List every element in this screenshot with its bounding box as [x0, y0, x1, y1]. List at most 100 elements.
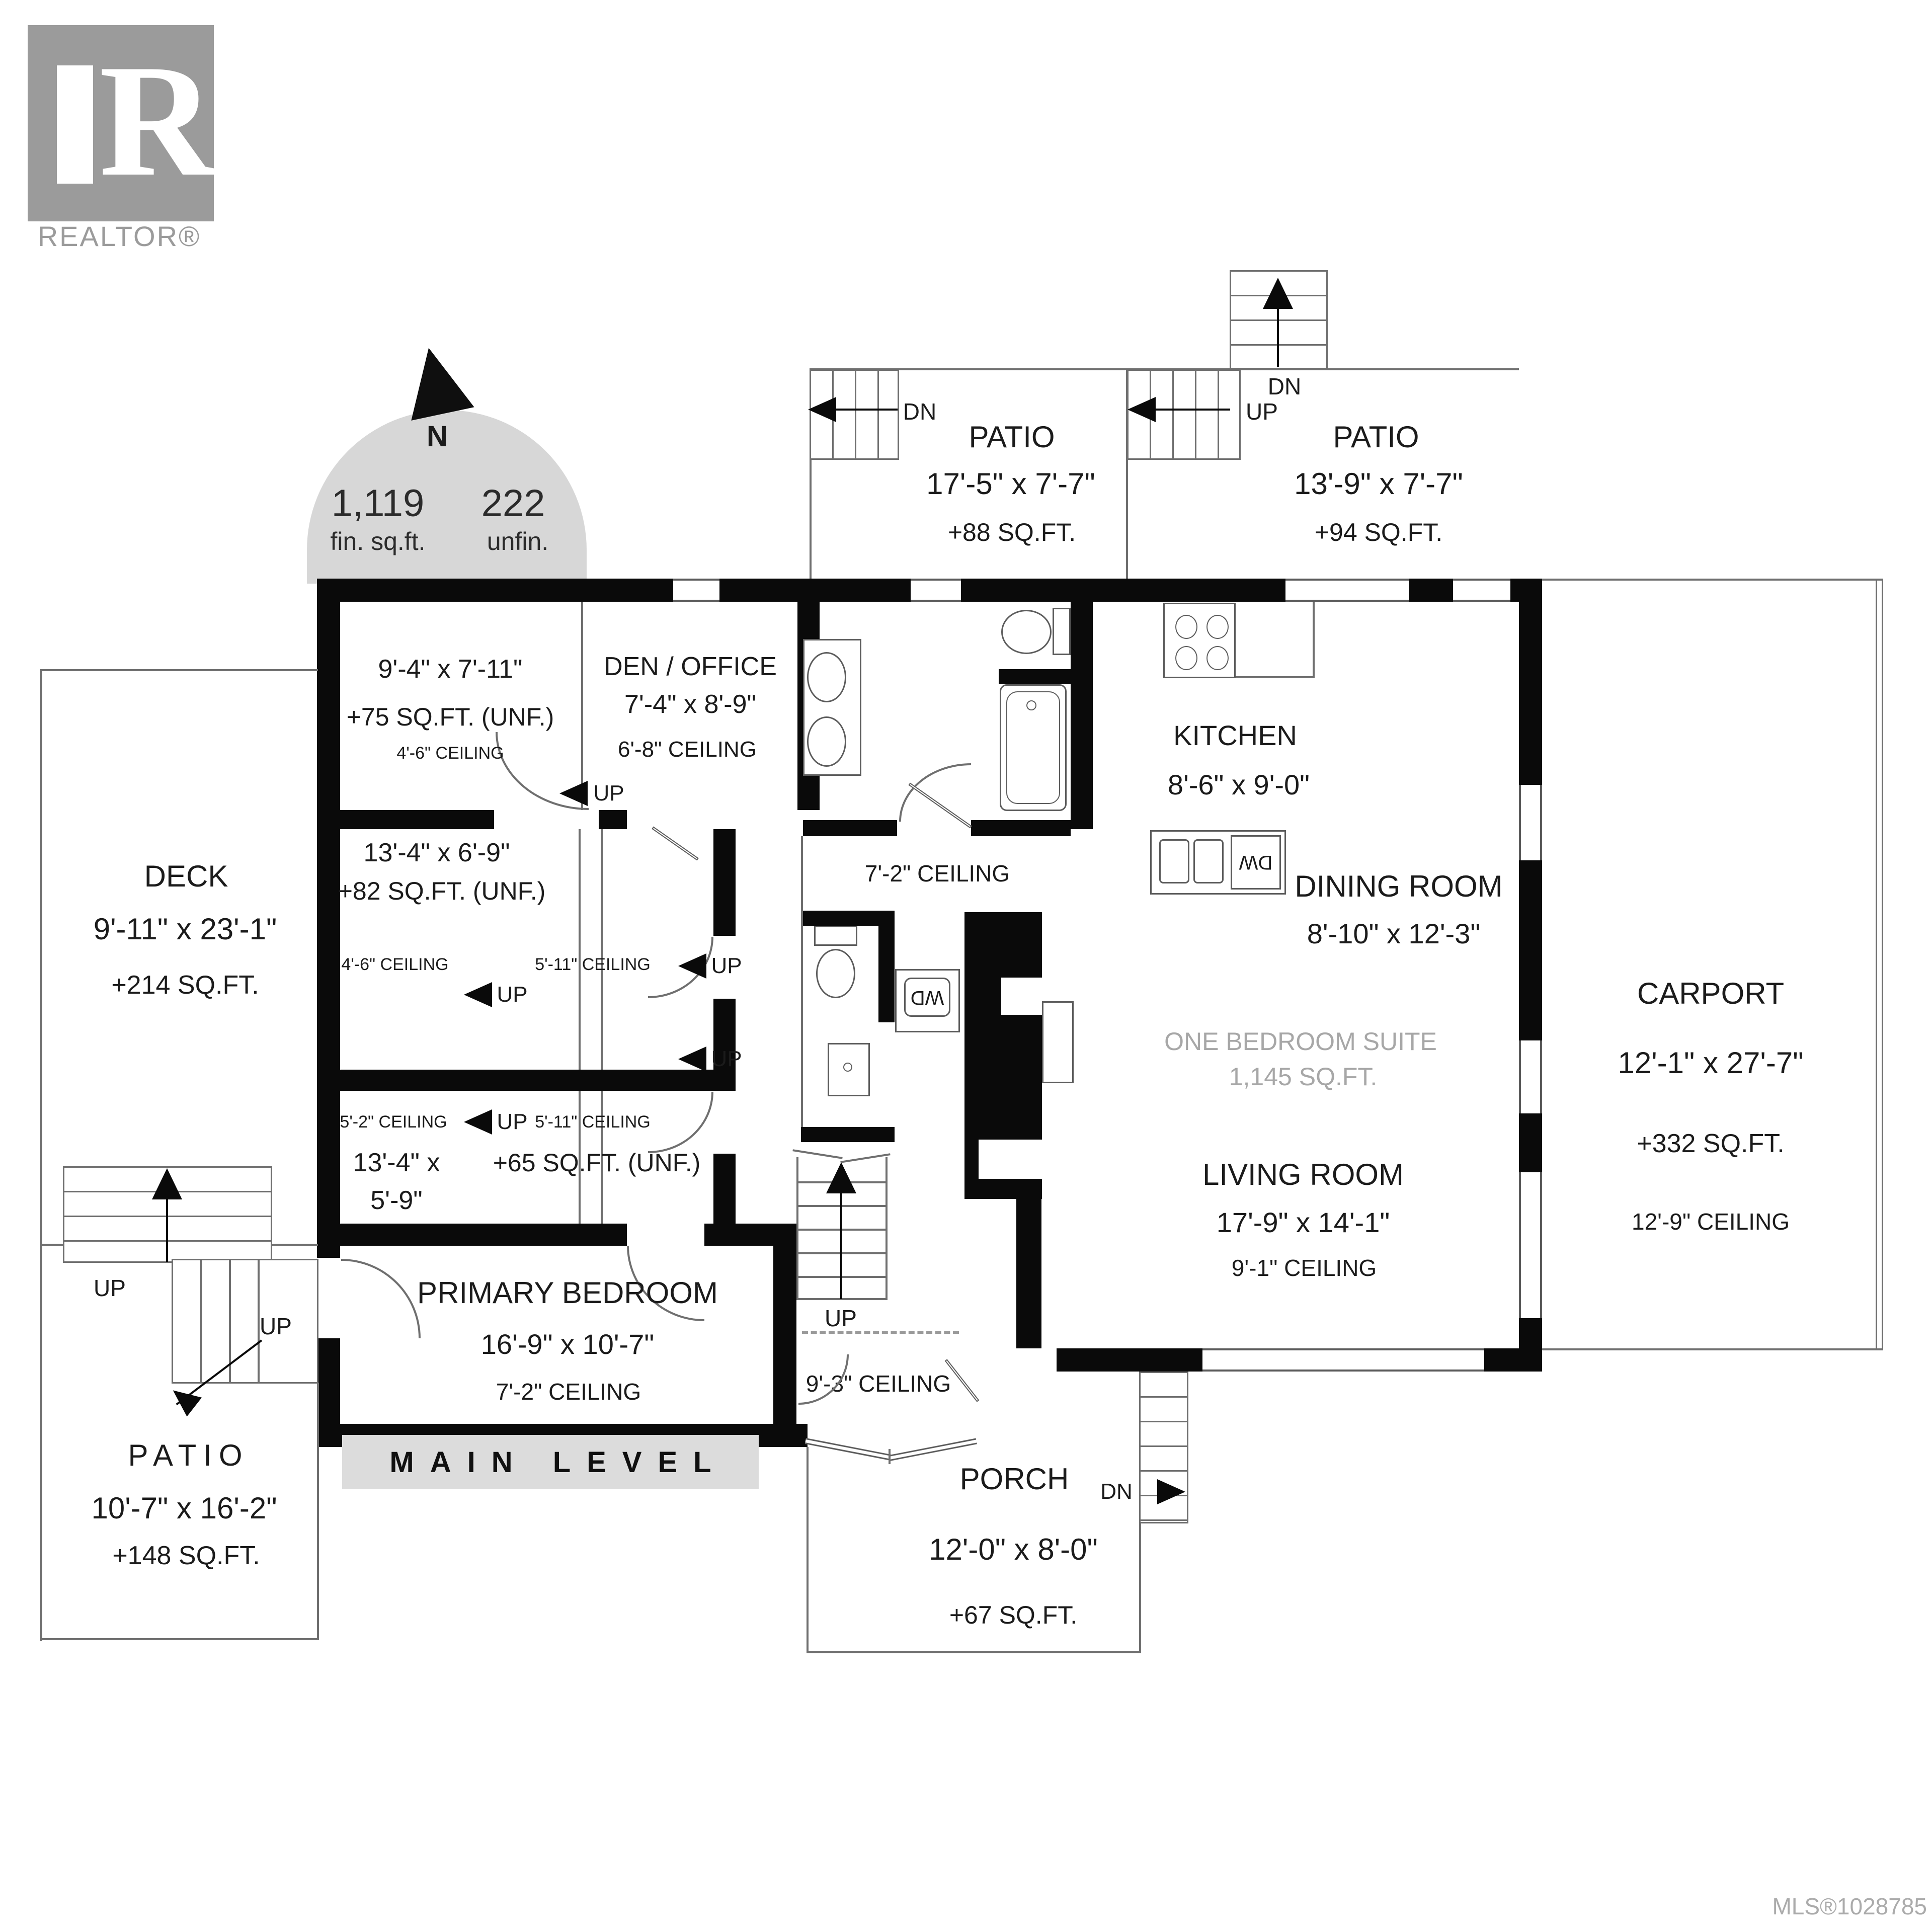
- stair-interior-left: [796, 1157, 798, 1299]
- storage-entry-1-arrow-icon: [678, 953, 706, 979]
- wall-bath-right: [1071, 579, 1093, 829]
- window-right-1: [1519, 785, 1542, 860]
- patio-l-stair-up-label: UP: [260, 1313, 292, 1339]
- finished-sqft-value: 1,119: [331, 482, 425, 525]
- primary-bedroom-ceiling: 7'-2" CEILING: [496, 1379, 641, 1405]
- door-arc-storage-2: [648, 1092, 713, 1153]
- storage-a-dims: 9'-4" x 7'-11": [378, 655, 523, 684]
- wall-under-storage-a-1: [340, 810, 494, 829]
- kitchen-counter-bottom: [1236, 676, 1315, 678]
- storage-a-area: +75 SQ.FT. (UNF.): [346, 703, 554, 731]
- compass-north-label: N: [427, 420, 448, 453]
- deck-outline-left: [40, 669, 42, 1641]
- primary-bedroom-dims: 16'-9" x 10'-7": [480, 1328, 655, 1360]
- carport-name: CARPORT: [1637, 977, 1785, 1010]
- realtor-logo: R: [28, 25, 215, 221]
- mls-number: MLS®1028785: [1772, 1893, 1927, 1919]
- patio-left-stair-arrow-line: [831, 409, 898, 411]
- storage-b-up-arrow-icon: [464, 982, 492, 1007]
- entry-dashed-line: [802, 1331, 959, 1334]
- living-room-dims: 17'-9" x 14'-1": [1216, 1206, 1390, 1238]
- laundry-tub-1: [807, 652, 846, 702]
- storage-c-up-label: UP: [497, 1109, 528, 1134]
- patio-bottom-name: PATIO: [128, 1438, 250, 1472]
- unfinished-sqft-value: 222: [481, 482, 545, 525]
- window-top-3: [1285, 579, 1409, 602]
- logo-bar: [57, 65, 93, 184]
- storage-b-ceiling-left: 4'-6" CEILING: [341, 955, 449, 974]
- kitchen-counter-right: [1313, 602, 1315, 677]
- den-divider-line: [581, 602, 583, 810]
- washer-dryer-inner: [904, 978, 950, 1017]
- porch-dn-label: DN: [1100, 1479, 1133, 1504]
- patio-right-outline-top: [1127, 368, 1519, 370]
- fireplace-gap: [979, 1140, 1042, 1179]
- exterior-stair-small-line: [166, 1172, 168, 1262]
- carport-dims: 12'-1" x 27'-7": [1618, 1046, 1804, 1080]
- carport-outline-right-1: [1876, 579, 1877, 1350]
- window-top-2: [911, 579, 961, 602]
- porch-dn-arrow-icon: [1157, 1479, 1185, 1504]
- stair-interior-right: [886, 1157, 888, 1299]
- wall-storage-divider: [340, 1070, 728, 1091]
- porch-name: PORCH: [959, 1462, 1069, 1496]
- patio-l-stair-tread-2: [229, 1259, 231, 1383]
- level-title: MAIN LEVEL: [389, 1445, 728, 1479]
- storage-b-area: +82 SQ.FT. (UNF.): [338, 877, 546, 905]
- upper-exterior-stair-dn-label: DN: [1267, 373, 1302, 399]
- fireplace-hearth: [1042, 1001, 1074, 1083]
- patio-l-stair: [172, 1259, 318, 1384]
- living-room-ceiling: 9'-1" CEILING: [1231, 1255, 1377, 1281]
- stair-tread-6: [796, 1298, 888, 1300]
- kitchen-sink-1: [1159, 839, 1189, 883]
- storage-c-ceiling-left: 5'-2" CEILING: [340, 1112, 447, 1132]
- wall-bedroom-top-2: [704, 1224, 775, 1246]
- den-step-arrow-icon: [559, 781, 588, 806]
- window-top-1: [673, 579, 719, 602]
- patio-right-stair-arrow-line: [1151, 409, 1230, 411]
- door-leaf-den: [652, 826, 699, 861]
- deck-area: +214 SQ.FT.: [111, 971, 259, 1000]
- toilet-bowl-main: [1001, 610, 1052, 654]
- porch-outline-left: [807, 1447, 809, 1653]
- door-arc-bath: [899, 763, 971, 822]
- step-line-3: [579, 1091, 581, 1224]
- upper-exterior-stair-line: [1277, 284, 1279, 367]
- primary-bedroom-name: PRIMARY BEDROOM: [417, 1276, 718, 1310]
- window-living-bottom: [1202, 1348, 1484, 1372]
- kitchen-name: KITCHEN: [1173, 719, 1297, 751]
- wall-bedroom-top-1: [340, 1224, 627, 1246]
- window-right-2: [1519, 1040, 1542, 1113]
- door-arc-entry: [798, 1354, 849, 1405]
- stove-burner-3: [1175, 646, 1197, 670]
- stove-burner-2: [1206, 615, 1229, 639]
- bay-window-right: [889, 1438, 977, 1461]
- patio-left-stair-arrow-icon: [808, 397, 836, 422]
- patio-top-right-name: PATIO: [1333, 420, 1419, 454]
- storage-b-ceiling-right: 5'-11" CEILING: [535, 955, 651, 974]
- patio-top-right-area: +94 SQ.FT.: [1314, 518, 1443, 546]
- carport-outline-bottom: [1542, 1348, 1883, 1350]
- stair-break-line-2: [840, 1153, 891, 1163]
- patio-l-stair-tread-3: [258, 1259, 260, 1383]
- exterior-stair-small-up-label: UP: [94, 1275, 126, 1301]
- patio-left-outline-left: [810, 368, 812, 580]
- patio-right-stair-arrow-icon: [1128, 397, 1156, 422]
- patio-left-outline-top: [810, 368, 1127, 370]
- step-line-1: [579, 829, 581, 1070]
- stair-break-line-1: [792, 1149, 843, 1159]
- carport-area: +332 SQ.FT.: [1637, 1129, 1785, 1158]
- living-room-name: LIVING ROOM: [1202, 1158, 1404, 1191]
- toilet-bowl-2: [816, 949, 855, 998]
- deck-dims: 9'-11" x 23'-1": [93, 912, 277, 946]
- patio-top-left-dims: 17'-5" x 7'-7": [926, 467, 1095, 501]
- door-arc-deck: [341, 1259, 421, 1338]
- wall-storage-right-2: [713, 999, 736, 1091]
- bath2-left-line: [801, 911, 803, 1142]
- wall-bath-bottom-1: [803, 820, 897, 836]
- finished-sqft-label: fin. sq.ft.: [330, 527, 426, 555]
- den-step-up-label: UP: [593, 781, 624, 806]
- kitchen-sink-2: [1193, 839, 1224, 883]
- kitchen-dims: 8'-6" x 9'-0": [1167, 769, 1310, 800]
- exterior-stair-small-arrow-icon: [152, 1168, 182, 1199]
